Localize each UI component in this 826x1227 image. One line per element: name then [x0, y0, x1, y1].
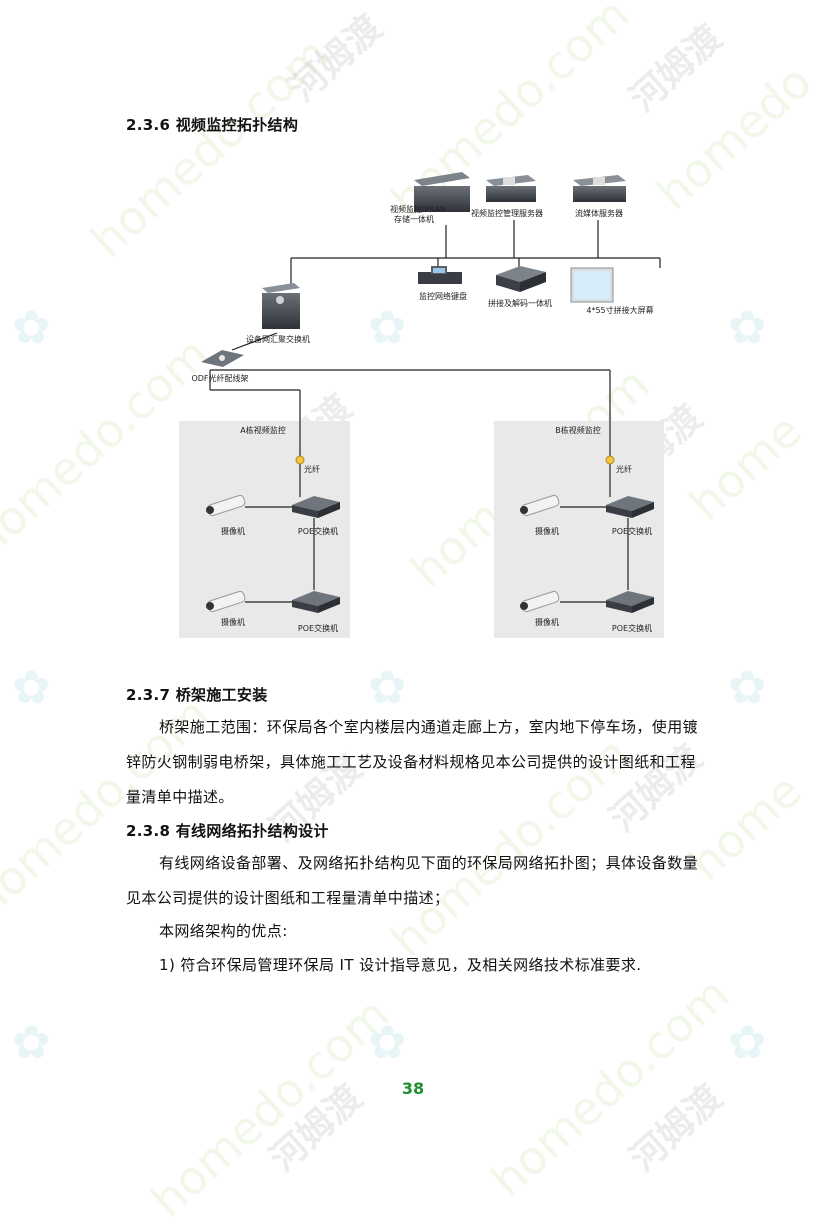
poe-switch-label: POE交换机: [612, 526, 652, 536]
odf-patch-panel-device: [201, 350, 244, 367]
ipsan-storage-device: [414, 172, 470, 212]
section-heading-2-3-6: 2.3.6 视频监控拓扑结构: [126, 116, 299, 134]
poe-switch-label: POE交换机: [612, 623, 652, 633]
poe-switch-label: POE交换机: [298, 526, 338, 536]
flower-icon: ✿: [368, 1015, 407, 1069]
fiber-connector-icon: [605, 455, 615, 465]
camera-label: 摄像机: [535, 617, 559, 627]
camera-icon: [520, 590, 560, 613]
paragraph-text: 1) 符合环保局管理环保局 IT 设计指导意见，及相关网络技术标准要求.: [159, 956, 642, 974]
connection-lines: [209, 220, 661, 603]
stream-server-label: 流媒体服务器: [575, 208, 623, 218]
decoder-label: 拼接及解码一体机: [488, 298, 552, 308]
page-number: 38: [401, 1079, 425, 1098]
poe-switch-icon: [606, 591, 654, 613]
odf-label: ODF光纤配线架: [191, 373, 248, 383]
paragraph-text: 有线网络设备部署、及网络拓扑结构见下面的环保局网络拓扑图；具体设备数量见本公司提…: [126, 854, 699, 907]
flower-icon: ✿: [728, 300, 767, 354]
fiber-connector-icon: [295, 455, 305, 465]
screen-label: 4*55寸拼接大屏幕: [586, 305, 653, 315]
poe-switch-icon: [292, 496, 340, 518]
flower-icon: ✿: [12, 660, 51, 714]
san-label-line-2: 存储一体机: [394, 214, 434, 224]
flower-icon: ✿: [368, 660, 407, 714]
camera-icon: [206, 590, 246, 613]
poe-switch-icon: [292, 591, 340, 613]
poe-switch-label: POE交换机: [298, 623, 338, 633]
flower-icon: ✿: [368, 300, 407, 354]
paragraph-advantages-intro: 本网络架构的优点:: [126, 914, 706, 949]
san-label-line-1: 视频监控IPSAN: [390, 204, 446, 214]
core-switch-label: 设备网汇聚交换机: [246, 334, 310, 344]
paragraph-text: 本网络架构的优点:: [159, 922, 288, 940]
core-switch-device: [262, 283, 300, 329]
zone-a-title: A栋视频监控: [240, 425, 285, 435]
decoder-device: [496, 266, 546, 292]
stream-server-device: [573, 175, 626, 202]
camera-label: 摄像机: [221, 526, 245, 536]
paragraph-network-deployment: 有线网络设备部署、及网络拓扑结构见下面的环保局网络拓扑图；具体设备数量见本公司提…: [126, 846, 706, 916]
flower-icon: ✿: [12, 300, 51, 354]
flower-icon: ✿: [728, 660, 767, 714]
keyboard-label: 监控网络键盘: [419, 291, 467, 301]
camera-icon: [520, 494, 560, 517]
management-server-device: [486, 175, 536, 202]
video-surveillance-topology-diagram: 视频监控IPSAN 存储一体机 视频监控管理服务器 流媒体服务器 监控网络键盘 …: [179, 172, 664, 638]
video-wall-screen: [570, 267, 614, 303]
camera-label: 摄像机: [221, 617, 245, 627]
mgmt-server-label: 视频监控管理服务器: [471, 208, 543, 218]
fiber-label-a: 光纤: [304, 464, 320, 474]
zone-b-title: B栋视频监控: [555, 425, 601, 435]
fiber-label-b: 光纤: [616, 464, 632, 474]
section-heading-2-3-8: 2.3.8 有线网络拓扑结构设计: [126, 822, 329, 840]
flower-icon: ✿: [728, 1015, 767, 1069]
network-keyboard-device: [418, 266, 462, 284]
poe-switch-icon: [606, 496, 654, 518]
camera-label: 摄像机: [535, 526, 559, 536]
paragraph-advantage-1: 1) 符合环保局管理环保局 IT 设计指导意见，及相关网络技术标准要求.: [126, 948, 706, 983]
paragraph-text: 桥架施工范围：环保局各个室内楼层内通道走廊上方，室内地下停车场，使用镀锌防火钢制…: [126, 718, 699, 806]
paragraph-bridge-installation: 桥架施工范围：环保局各个室内楼层内通道走廊上方，室内地下停车场，使用镀锌防火钢制…: [126, 710, 706, 815]
camera-icon: [206, 494, 246, 517]
flower-icon: ✿: [12, 1015, 51, 1069]
section-heading-2-3-7: 2.3.7 桥架施工安装: [126, 686, 268, 704]
